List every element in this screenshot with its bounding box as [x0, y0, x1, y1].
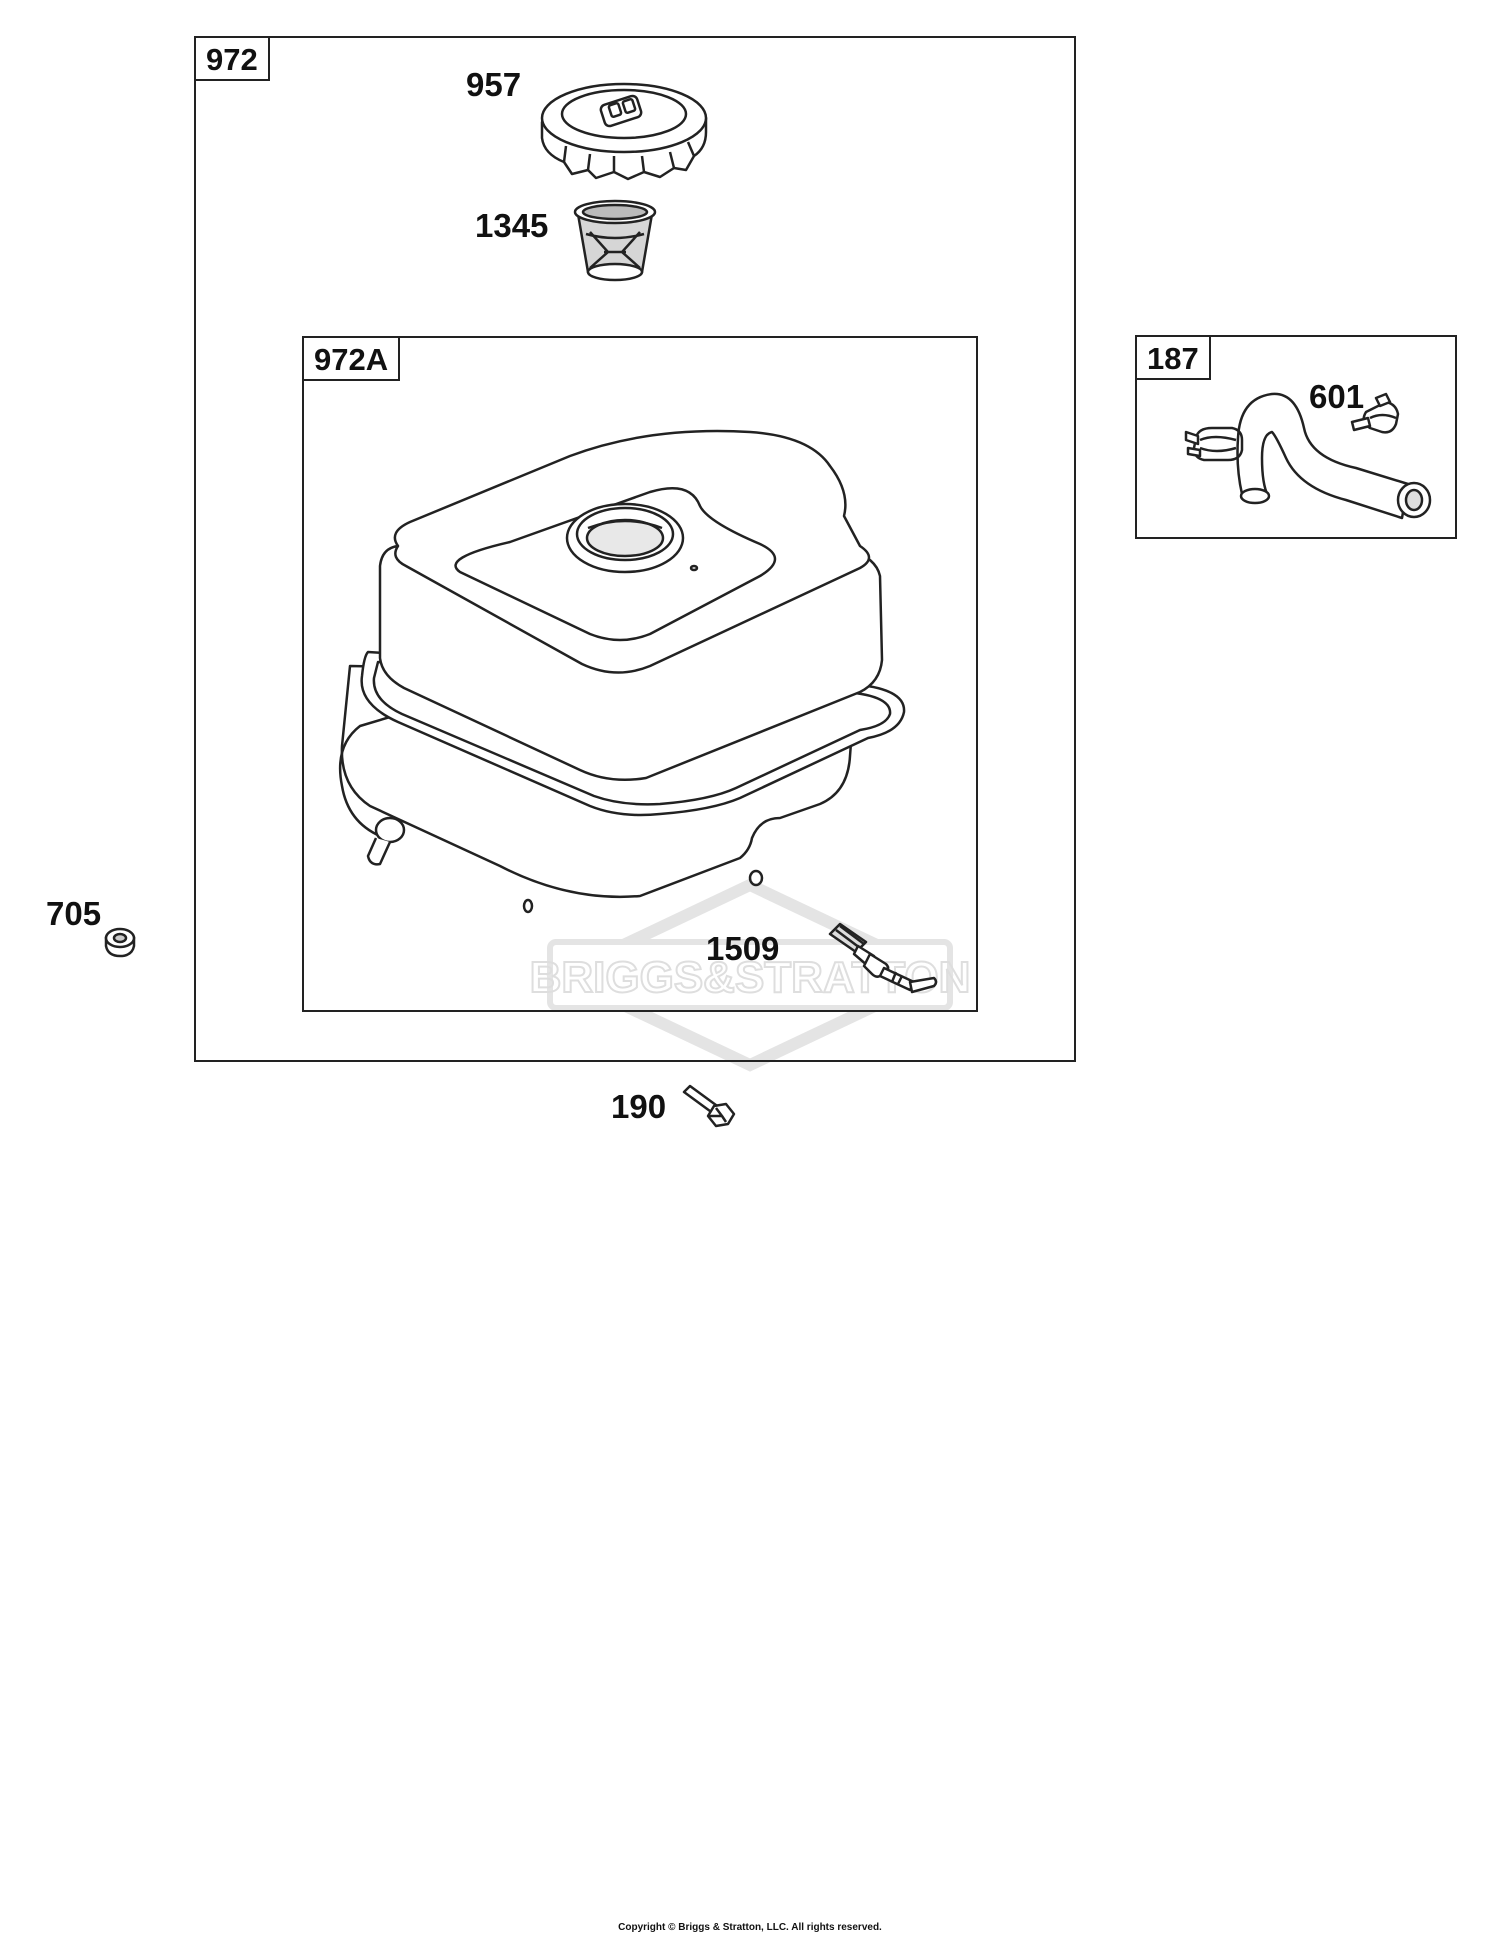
group-187-tag[interactable]: 187	[1135, 335, 1211, 380]
bolt-icon[interactable]	[680, 1084, 736, 1128]
fuel-tank-icon[interactable]	[320, 426, 940, 966]
fuel-cap-icon[interactable]	[536, 72, 712, 181]
group-972a-tag[interactable]: 972A	[302, 336, 401, 381]
copyright-footer: Copyright © Briggs & Stratton, LLC. All …	[618, 1922, 882, 1933]
group-187-box: 187	[1135, 335, 1457, 539]
part-705-label[interactable]: 705	[46, 895, 102, 932]
watermark-logo: BRIGGS&STRATTON	[529, 878, 971, 1072]
group-972-box: 972	[194, 36, 1076, 1062]
part-1345-label[interactable]: 1345	[475, 207, 549, 244]
fuel-valve-icon[interactable]	[826, 920, 940, 996]
grommet-icon[interactable]	[102, 926, 138, 960]
part-190-label[interactable]: 190	[611, 1088, 667, 1125]
group-972-tag[interactable]: 972	[194, 36, 270, 81]
group-972a-box: 972A	[302, 336, 978, 1012]
part-957-label[interactable]: 957	[466, 66, 522, 103]
part-601-label[interactable]: 601	[1309, 378, 1365, 415]
fuel-strainer-icon[interactable]	[568, 198, 662, 284]
fuel-hose-icon[interactable]	[1176, 388, 1438, 520]
part-1509-label[interactable]: 1509	[706, 930, 780, 967]
